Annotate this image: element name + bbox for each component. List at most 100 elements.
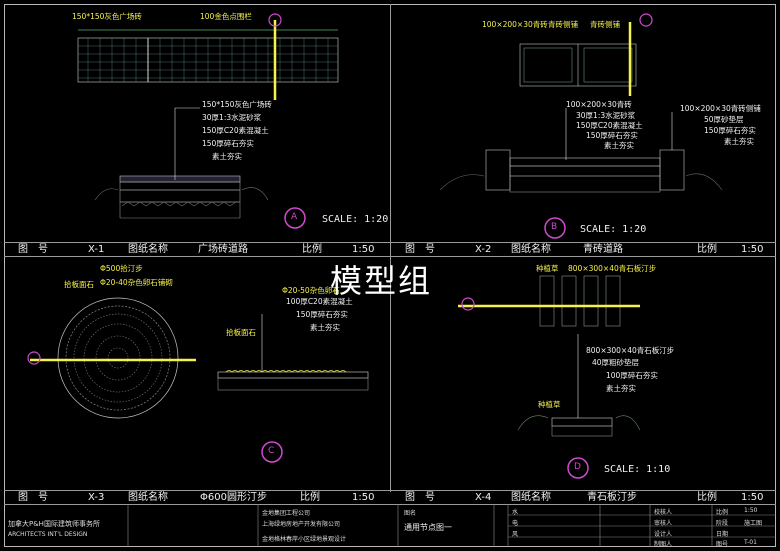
panel-a-detail-mark-icon <box>284 207 306 229</box>
panel-b-name-label: 图纸名称 <box>511 244 551 255</box>
panel-d-marker: D <box>574 462 581 472</box>
client-name: 上海绿地房地产开发有限公司 <box>262 521 341 528</box>
panel-c-layer-3: 150厚碎石夯实 <box>296 310 348 319</box>
stack-item-3: 风 <box>512 531 519 538</box>
panel-b-layer-1: 100×200×30青砖 <box>566 100 632 109</box>
panel-a-marker: A <box>291 212 298 222</box>
panel-a-grid <box>78 38 338 82</box>
panel-c-layer-2: 100厚C20素混凝土 <box>286 297 353 306</box>
panel-d-info-strip: 图 号 X-4 图纸名称 青石板汀步 比例 1:50 <box>391 491 776 505</box>
panel-c-code: X-3 <box>88 492 105 503</box>
stack-item-1: 水 <box>512 509 519 516</box>
panel-d-name-label: 图纸名称 <box>511 492 551 503</box>
watermark: 模型组 <box>330 262 433 300</box>
project-company: 金地集团工程公司 <box>262 510 311 517</box>
panel-b-right-layer-1: 100×200×30青砖侧铺 <box>680 104 761 113</box>
title-block-divider <box>4 504 776 505</box>
panel-a-info-strip: 图 号 X-1 图纸名称 广场砖道路 比例 1:50 <box>4 243 390 257</box>
panel-c-plan <box>57 297 179 419</box>
meta-value-2: 施工图 <box>744 520 763 527</box>
panel-b-code: X-2 <box>475 244 492 255</box>
panel-a-ratio-label: 比例 <box>302 244 322 255</box>
panel-c-section-mark-icon <box>27 351 41 365</box>
meta-label-4: 图号 <box>716 541 729 548</box>
panel-b-info-strip: 图 号 X-2 图纸名称 青砖道路 比例 1:50 <box>391 243 776 257</box>
panel-a-layer-2: 30厚1:3水泥砂浆 <box>202 113 262 122</box>
panel-b-layer-4: 150厚碎石夯实 <box>586 131 638 140</box>
panel-b-section <box>439 149 723 193</box>
panel-c-top-label-3: Φ20-40杂色卵石铺砌 <box>100 278 173 287</box>
meta-value-1: 1:50 <box>744 507 758 514</box>
panel-b-scale: SCALE: 1:20 <box>580 224 647 235</box>
panel-b-detail-mark-icon <box>544 217 566 239</box>
panel-b-ratio: 1:50 <box>741 244 764 255</box>
panel-c-ratio: 1:50 <box>352 492 375 503</box>
panel-d-code-label: 图 号 <box>405 492 435 503</box>
panel-d-layer-4: 素土夯实 <box>606 384 636 393</box>
panel-b-section-mark-icon <box>639 13 653 27</box>
panel-d-layer-2: 40厚粗砂垫层 <box>592 358 640 367</box>
panel-b-top-label-3: 青砖侧铺 <box>590 20 620 29</box>
panel-a-name-label: 图纸名称 <box>128 244 168 255</box>
panel-d-detail-mark-icon <box>567 457 589 479</box>
panel-d-plan <box>539 275 621 327</box>
panel-c-ratio-label: 比例 <box>300 492 320 503</box>
panel-a-layer-4: 150厚碎石夯实 <box>202 139 254 148</box>
panel-b-code-label: 图 号 <box>405 244 435 255</box>
panel-c-marker: C <box>268 446 275 456</box>
panel-divider-mid <box>4 256 776 257</box>
panel-b-name: 青砖道路 <box>583 244 623 255</box>
panel-b-top-label-2: 青砖侧铺 <box>548 20 578 29</box>
panel-b-layer-5: 素土夯实 <box>604 141 634 150</box>
meta-label-3: 日期 <box>716 531 729 538</box>
panel-c-section <box>217 370 369 391</box>
panel-a-top-label-1: 150*150灰色广场砖 <box>72 12 142 21</box>
role-3: 设计人 <box>654 531 673 538</box>
panel-b-layer-2: 30厚1:3水泥砂浆 <box>576 111 636 120</box>
role-1: 校核人 <box>654 509 673 516</box>
panel-a-code: X-1 <box>88 244 105 255</box>
panel-d-ratio: 1:50 <box>741 492 764 503</box>
panel-c-layer-4: 素土夯实 <box>310 323 340 332</box>
stack-item-2: 电 <box>512 520 519 527</box>
panel-a-scale: SCALE: 1:20 <box>322 214 389 225</box>
panel-d-name: 青石板汀步 <box>587 492 637 503</box>
firm-name-en: ARCHITECTS INT'L DESIGN <box>8 531 88 538</box>
panel-a-top-label-2: 100金色点围栏 <box>200 12 252 21</box>
panel-d-layer-3: 100厚碎石夯实 <box>606 371 658 380</box>
panel-divider-vertical <box>390 4 391 492</box>
panel-c-side-label: 拾板面石 <box>226 328 256 337</box>
panel-b-layer-3: 150厚C20素混凝土 <box>576 121 643 130</box>
panel-c-detail-mark-icon <box>261 441 283 463</box>
panel-divider-bottom <box>4 490 776 491</box>
role-4: 制图人 <box>654 541 673 548</box>
panel-a-layer-3: 150厚C20素混凝土 <box>202 126 269 135</box>
panel-b-plan <box>519 43 637 87</box>
panel-d-section-mark-icon <box>461 297 475 311</box>
panel-d-scale: SCALE: 1:10 <box>604 464 671 475</box>
drawing-title-label: 图名 <box>404 510 417 517</box>
panel-a-code-label: 图 号 <box>18 244 48 255</box>
meta-label-2: 阶段 <box>716 520 729 527</box>
panel-c-top-label-1: Φ500拾汀步 <box>100 264 143 273</box>
panel-b-marker: B <box>551 222 558 232</box>
panel-b-ratio-label: 比例 <box>697 244 717 255</box>
panel-a-layer-5: 素土夯实 <box>212 152 242 161</box>
panel-a-plan <box>77 29 339 83</box>
panel-c-name: Φ600圆形汀步 <box>200 492 267 503</box>
panel-a-section-mark-icon <box>268 13 282 27</box>
role-2: 审核人 <box>654 520 673 527</box>
panel-d-layer-1: 800×300×40青石板汀步 <box>586 346 675 355</box>
panel-a-layer-1: 150*150灰色广场砖 <box>202 100 272 109</box>
panel-c-name-label: 图纸名称 <box>128 492 168 503</box>
panel-a-name: 广场砖道路 <box>198 244 248 255</box>
panel-c-top-label-2: 拾板面石 <box>64 280 94 289</box>
meta-label-1: 比例 <box>716 509 729 516</box>
panel-b-right-layer-2: 50厚砂垫层 <box>704 115 744 124</box>
panel-d-side-label: 种植草 <box>538 400 561 409</box>
panel-a-ratio: 1:50 <box>352 244 375 255</box>
panel-d-top-label-1: 种植草 <box>536 264 559 273</box>
panel-b-right-layer-4: 素土夯实 <box>724 137 754 146</box>
panel-b-top-label-1: 100×200×30青砖 <box>482 20 548 29</box>
